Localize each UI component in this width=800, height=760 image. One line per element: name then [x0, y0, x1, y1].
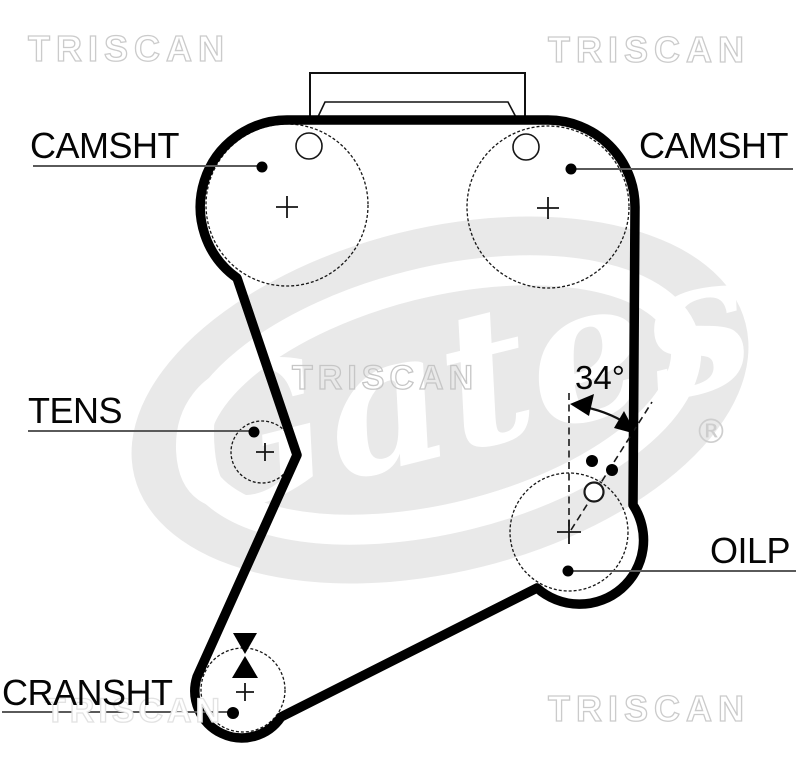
label-camshaft-left: CAMSHT [30, 125, 180, 166]
label-oil-pump: OILP [710, 530, 790, 571]
gates-logo-swoosh [178, 255, 702, 545]
marker-dot-camshaft-left [256, 161, 268, 173]
arrowhead-left [570, 394, 594, 416]
registered-trademark-symbol: ® [694, 412, 728, 452]
marker-triangle-down [233, 633, 257, 654]
label-tensioner: TENS [28, 390, 122, 431]
watermark-triscan-bottom-left: TRISCAN [45, 692, 224, 730]
camshaft-right-center-mark [537, 197, 559, 219]
timing-mark-dot-2 [606, 464, 618, 476]
timing-mark-dot-1 [586, 455, 598, 467]
camshaft-left-center-mark [276, 196, 298, 218]
watermark-triscan-center: TRISCAN [292, 359, 478, 397]
marker-dot-crankshaft [227, 707, 239, 719]
marker-triangle-up [232, 656, 258, 678]
angle-annotation: 34° [568, 359, 653, 532]
crankshaft-center-mark [236, 683, 254, 701]
arrowhead-right [614, 411, 636, 434]
watermark-triscan-top-left: TRISCAN [28, 28, 230, 69]
watermark-triscan-top-right: TRISCAN [548, 29, 750, 70]
bracket-inner-outline [315, 101, 519, 122]
timing-belt-path [190, 115, 649, 743]
oil-pump-pulley [509, 472, 629, 592]
marker-dot-oil-pump [562, 565, 574, 577]
pin-circle-left [295, 132, 323, 160]
angle-value-label: 34° [575, 359, 625, 396]
watermark-triscan-bottom-right: TRISCAN [548, 688, 750, 729]
crankshaft-timing-marker [232, 633, 258, 678]
marker-dot-camshaft-right [565, 163, 577, 175]
camshaft-right-pulley [466, 125, 630, 289]
label-crankshaft: CRANSHT [2, 672, 173, 713]
pin-circle-right [512, 133, 540, 161]
marker-dot-tensioner [248, 426, 260, 438]
bracket-outer-outline [309, 72, 526, 121]
label-camshaft-right: CAMSHT [639, 125, 789, 166]
reference-hole-circle [583, 481, 605, 503]
tensioner-center-mark [256, 443, 274, 461]
